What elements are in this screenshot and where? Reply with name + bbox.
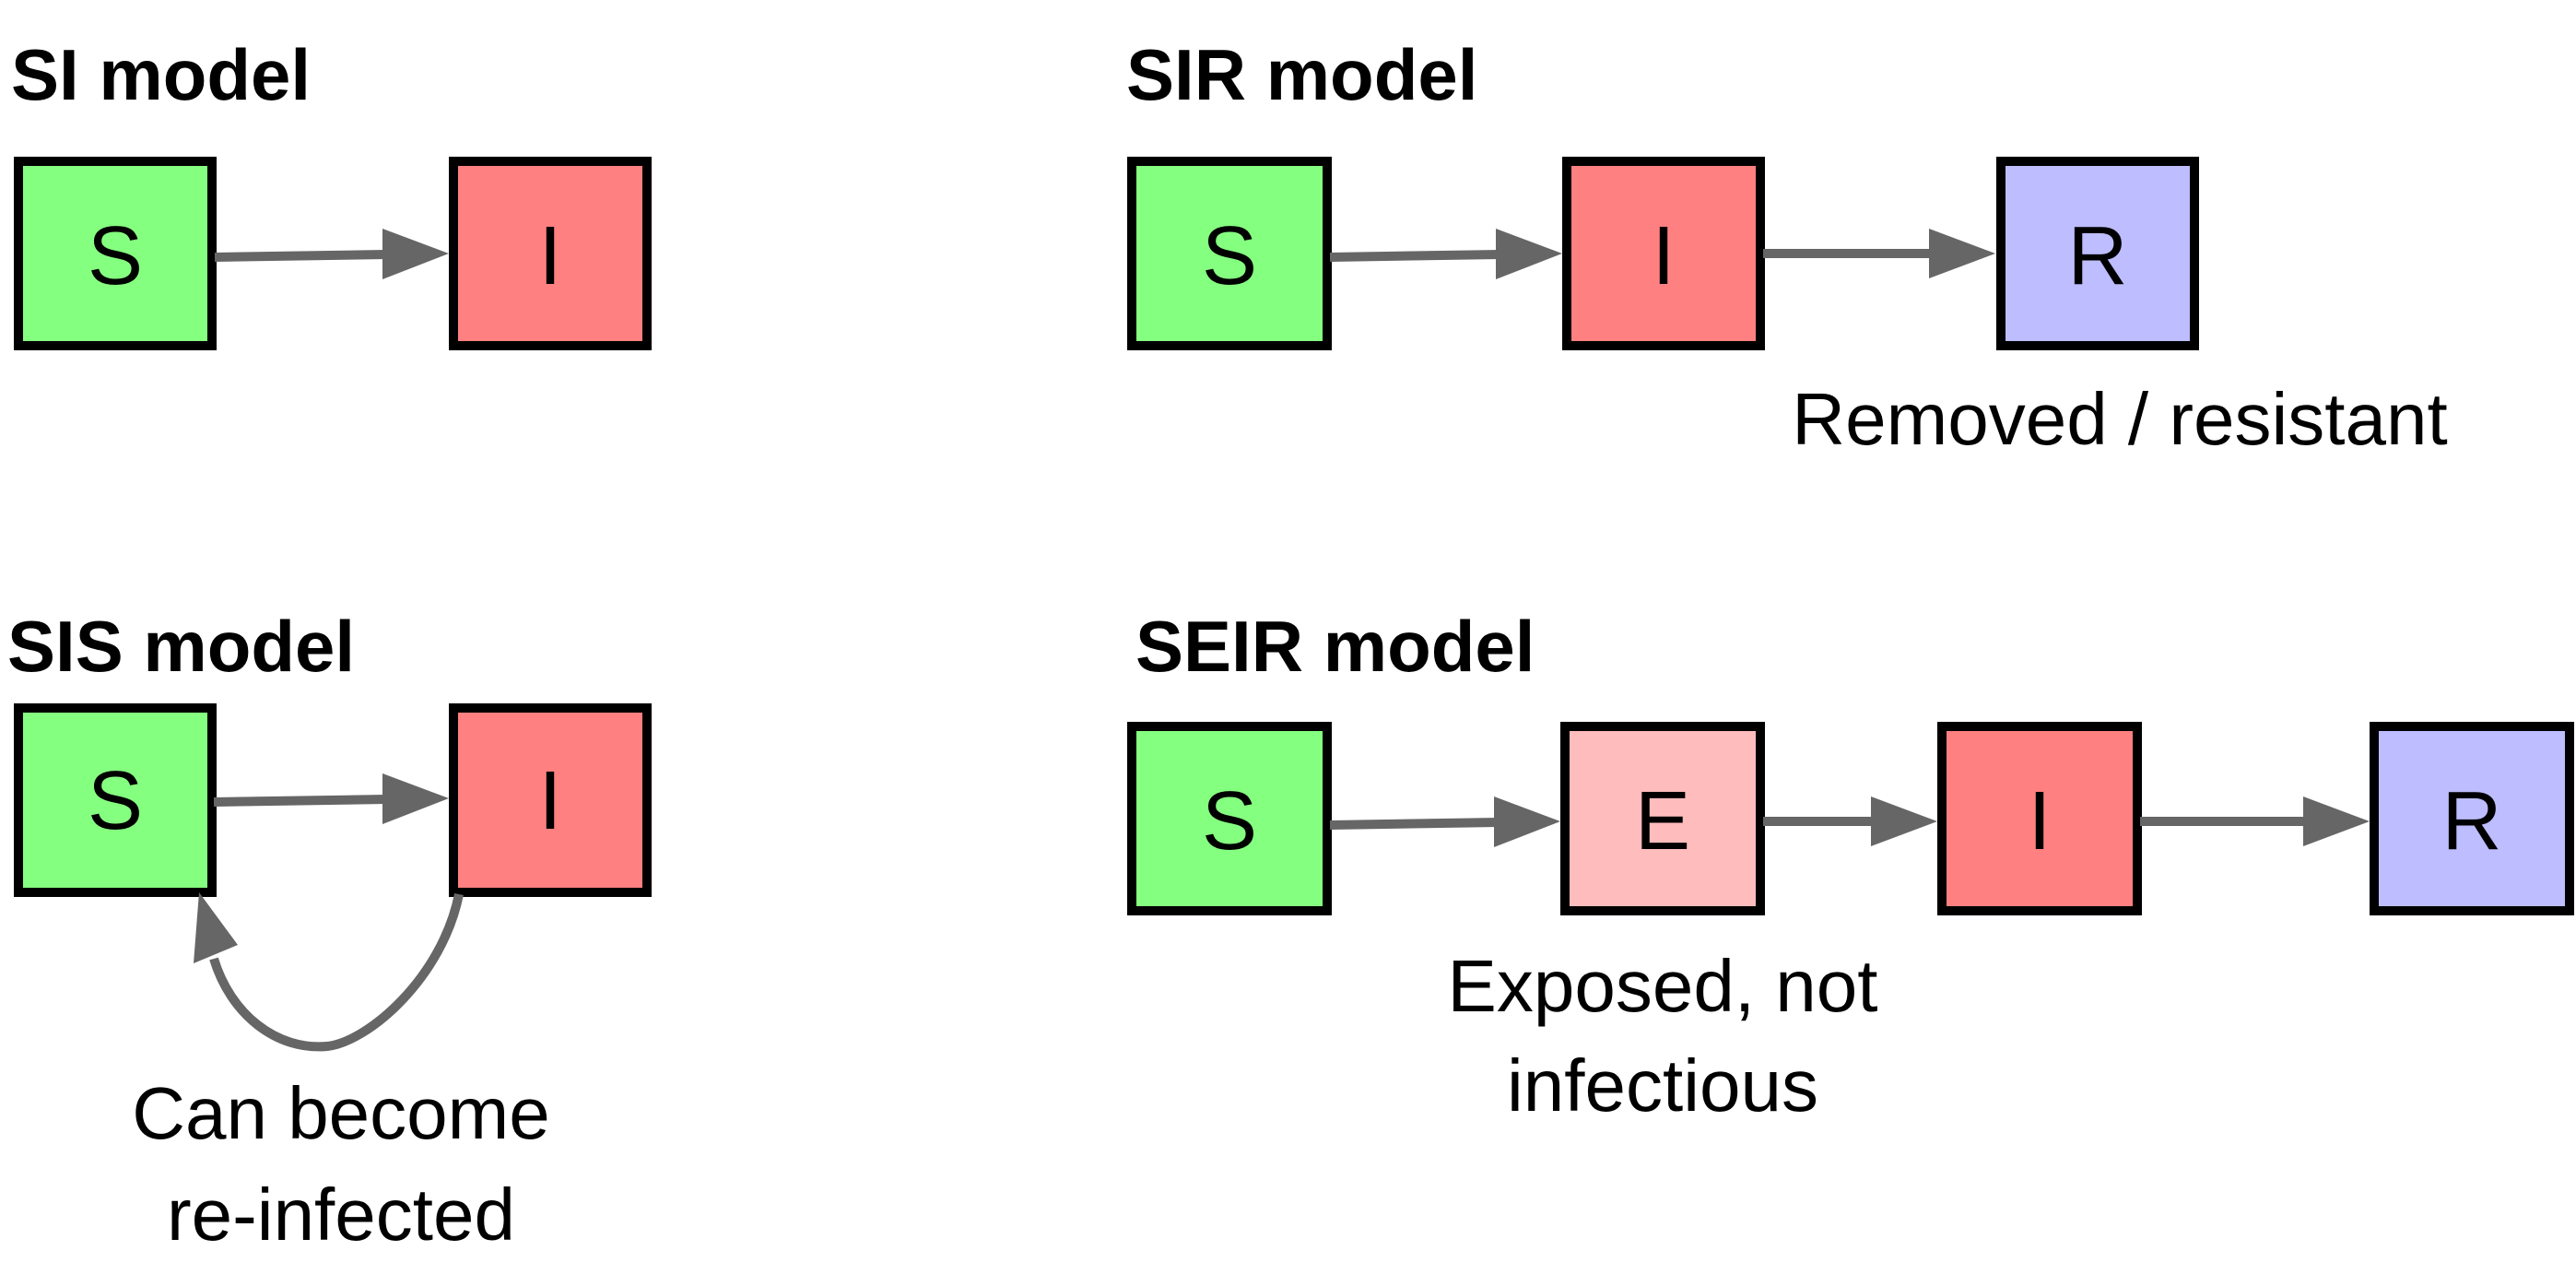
seir-arrow-s-to-e: [1329, 796, 1560, 847]
sis-box-i-label: I: [538, 755, 561, 847]
sis-box-i: [449, 703, 652, 897]
sir-model-title: SIR model: [1126, 34, 1477, 115]
sis-note-line-1: Can become: [132, 1072, 550, 1154]
seir-box-i: [1937, 722, 2142, 915]
seir-box-r: [2370, 722, 2574, 915]
seir-model: SEIR model S E I R Exposed, not infectio…: [1127, 606, 2574, 1127]
sis-note-line-2: re-infected: [167, 1174, 515, 1256]
sis-box-s-label: S: [88, 755, 143, 847]
sis-arrow-s-to-i: [213, 773, 449, 824]
sir-box-i: [1562, 157, 1765, 350]
seir-note-line-1: Exposed, not: [1448, 945, 1878, 1027]
sir-note: Removed / resistant: [1792, 378, 2447, 460]
seir-arrow-e-to-i: [1763, 796, 1937, 846]
sir-arrow-i-to-r: [1763, 229, 1995, 278]
si-arrow-s-to-i: [214, 229, 449, 279]
sir-box-s: [1127, 157, 1332, 350]
seir-box-e-label: E: [1635, 775, 1690, 867]
si-model: SI model S I: [11, 34, 652, 350]
sir-box-s-label: S: [1202, 210, 1257, 302]
sis-box-s: [14, 703, 217, 897]
sis-model-title: SIS model: [7, 606, 355, 687]
seir-model-title: SEIR model: [1135, 606, 1535, 687]
sir-box-r-label: R: [2068, 210, 2128, 302]
sis-arrow-i-to-s: [194, 892, 464, 1052]
seir-note-line-2: infectious: [1507, 1044, 1818, 1127]
sir-box-r: [1996, 157, 2199, 350]
seir-box-s-label: S: [1202, 775, 1257, 867]
sis-model: SIS model S I Can become re-infected: [7, 606, 652, 1256]
sir-arrow-s-to-i: [1329, 229, 1562, 279]
seir-arrow-i-to-r: [2140, 796, 2370, 846]
seir-box-s: [1127, 722, 1332, 915]
sir-model: SIR model S I R Removed / resistant: [1126, 34, 2448, 460]
si-box-s: [14, 157, 217, 350]
seir-box-i-label: I: [2028, 775, 2051, 867]
si-box-s-label: S: [88, 210, 143, 302]
sir-box-i-label: I: [1652, 210, 1675, 302]
si-model-title: SI model: [11, 34, 311, 115]
seir-box-e: [1560, 722, 1765, 915]
si-box-i-label: I: [538, 210, 561, 302]
seir-box-r-label: R: [2442, 775, 2502, 867]
si-box-i: [449, 157, 652, 350]
